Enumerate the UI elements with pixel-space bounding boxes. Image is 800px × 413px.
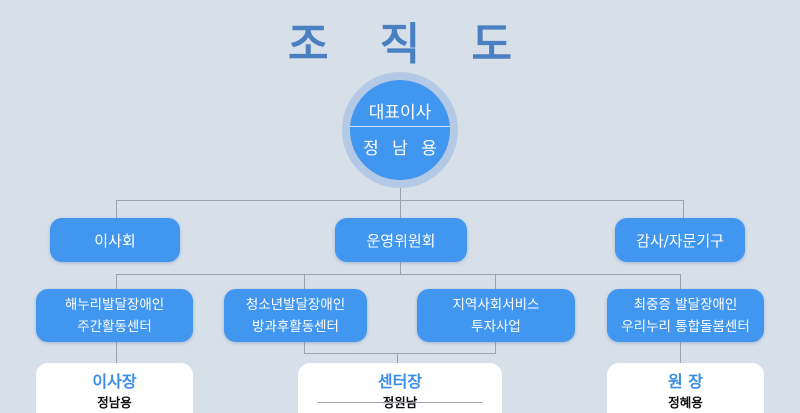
node-after-school-center: 청소년발달장애인 방과후활동센터 [224, 289, 367, 342]
connector [116, 274, 681, 275]
head-card: 센터장 정원남 [298, 363, 502, 413]
node-community-service: 지역사회서비스 투자사업 [417, 289, 575, 342]
node-line: 우리누리 통합돌봄센터 [621, 318, 750, 335]
connector [304, 353, 496, 354]
ceo-role: 대표이사 [368, 103, 432, 123]
connector [495, 274, 496, 289]
connector [304, 342, 305, 353]
page-title: 조 직 도 [287, 19, 531, 70]
head-card: 이사장 정남용 [36, 363, 193, 413]
connector [400, 185, 401, 200]
node-audit-advisory: 감사/자문기구 [615, 218, 745, 262]
node-line: 방과후활동센터 [252, 318, 339, 335]
connector [400, 262, 401, 274]
connector [397, 353, 398, 363]
node-line: 청소년발달장애인 [245, 296, 346, 313]
node-line: 주간활동센터 [77, 318, 152, 335]
connector [680, 274, 681, 289]
node-line: 지역사회서비스 [452, 296, 540, 313]
connector [116, 342, 117, 363]
head-role: 원 장 [667, 372, 703, 391]
connector [116, 274, 117, 289]
head-name: 정혜용 [668, 395, 703, 410]
head-name: 정남용 [97, 395, 132, 410]
node-board: 이사회 [50, 218, 180, 262]
ceo-name: 정 남 용 [363, 139, 441, 159]
node-line: 최중증 발달장애인 [633, 296, 738, 313]
head-card: 원 장 정혜용 [607, 363, 764, 413]
node-line: 해누리발달장애인 [64, 296, 165, 313]
connector [304, 274, 305, 289]
node-day-center: 해누리발달장애인 주간활동센터 [36, 289, 193, 342]
head-role: 센터장 [377, 372, 423, 391]
connector [680, 342, 681, 363]
connector [683, 200, 684, 218]
divider [350, 126, 450, 127]
head-role: 이사장 [92, 372, 137, 391]
node-line: 투자사업 [471, 318, 521, 335]
divider [318, 402, 482, 403]
node-steering-committee: 운영위원회 [335, 218, 467, 262]
connector [116, 200, 117, 218]
node-care-center: 최중증 발달장애인 우리누리 통합돌봄센터 [607, 289, 764, 342]
connector [400, 200, 401, 218]
ceo-node: 대표이사 정 남 용 [350, 80, 450, 180]
connector [495, 342, 496, 353]
